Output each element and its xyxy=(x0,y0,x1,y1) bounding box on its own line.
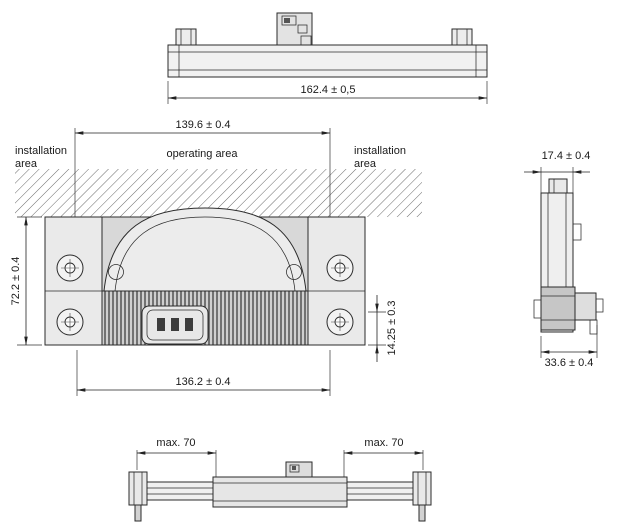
clearance-right-dimension: max. 70 xyxy=(364,437,403,449)
bottom-view-left-arm xyxy=(145,481,214,501)
side-view-top-connector xyxy=(548,178,568,194)
connector-height-dimension: 14.25 ± 0.3 xyxy=(386,301,398,356)
side-total-width-dimension: 33.6 ± 0.4 xyxy=(545,357,594,369)
front-bottom-width-dimension: 136.2 ± 0.4 xyxy=(176,376,231,388)
top-view-body xyxy=(167,44,488,78)
installation-area-label-left-line1: installation xyxy=(15,145,67,157)
module-dome xyxy=(103,207,307,292)
side-view-right-tab xyxy=(572,223,582,241)
mounting-hole-bottom-left xyxy=(56,308,84,336)
bottom-view-body xyxy=(212,476,348,508)
mounting-hole-bottom-right xyxy=(326,308,354,336)
side-view-left-tab xyxy=(533,299,542,319)
module-connector xyxy=(141,305,209,345)
top-view-width-dimension: 162.4 ± 0,5 xyxy=(301,84,356,96)
front-view: 139.6 ± 0.4 installation area operating … xyxy=(10,119,422,396)
top-view-right-tab xyxy=(451,28,473,46)
clearance-left-dimension: max. 70 xyxy=(156,437,195,449)
installation-area-label-right-line2: area xyxy=(354,158,377,170)
top-view: 162.4 ± 0,5 xyxy=(167,12,488,104)
side-view: 17.4 ± 0.4 33.6 ± 0.4 xyxy=(524,150,604,369)
installation-area-label-right-line1: installation xyxy=(354,145,406,157)
connector-pin xyxy=(157,318,165,331)
side-view-heatsink xyxy=(540,286,576,331)
bottom-view-left-screw xyxy=(134,504,142,522)
operating-area-label: operating area xyxy=(167,148,239,160)
bottom-view-right-screw xyxy=(418,504,426,522)
installation-area-label-left-line2: area xyxy=(15,158,38,170)
connector-pin xyxy=(171,318,179,331)
mounting-hole-top-right xyxy=(326,254,354,282)
front-height-dimension: 72.2 ± 0.4 xyxy=(10,257,22,306)
bottom-view-right-bracket xyxy=(412,471,432,506)
side-view-connector xyxy=(574,292,597,321)
bottom-view-left-bracket xyxy=(128,471,148,506)
top-view-left-tab xyxy=(175,28,197,46)
connector-pin xyxy=(185,318,193,331)
bottom-view-right-arm xyxy=(346,481,415,501)
front-top-width-dimension: 139.6 ± 0.4 xyxy=(176,119,231,131)
mounting-hole-top-left xyxy=(56,254,84,282)
top-view-connector xyxy=(276,12,313,46)
side-top-width-dimension: 17.4 ± 0.4 xyxy=(542,150,591,162)
bottom-view: max. 70 max. 70 xyxy=(128,437,432,522)
